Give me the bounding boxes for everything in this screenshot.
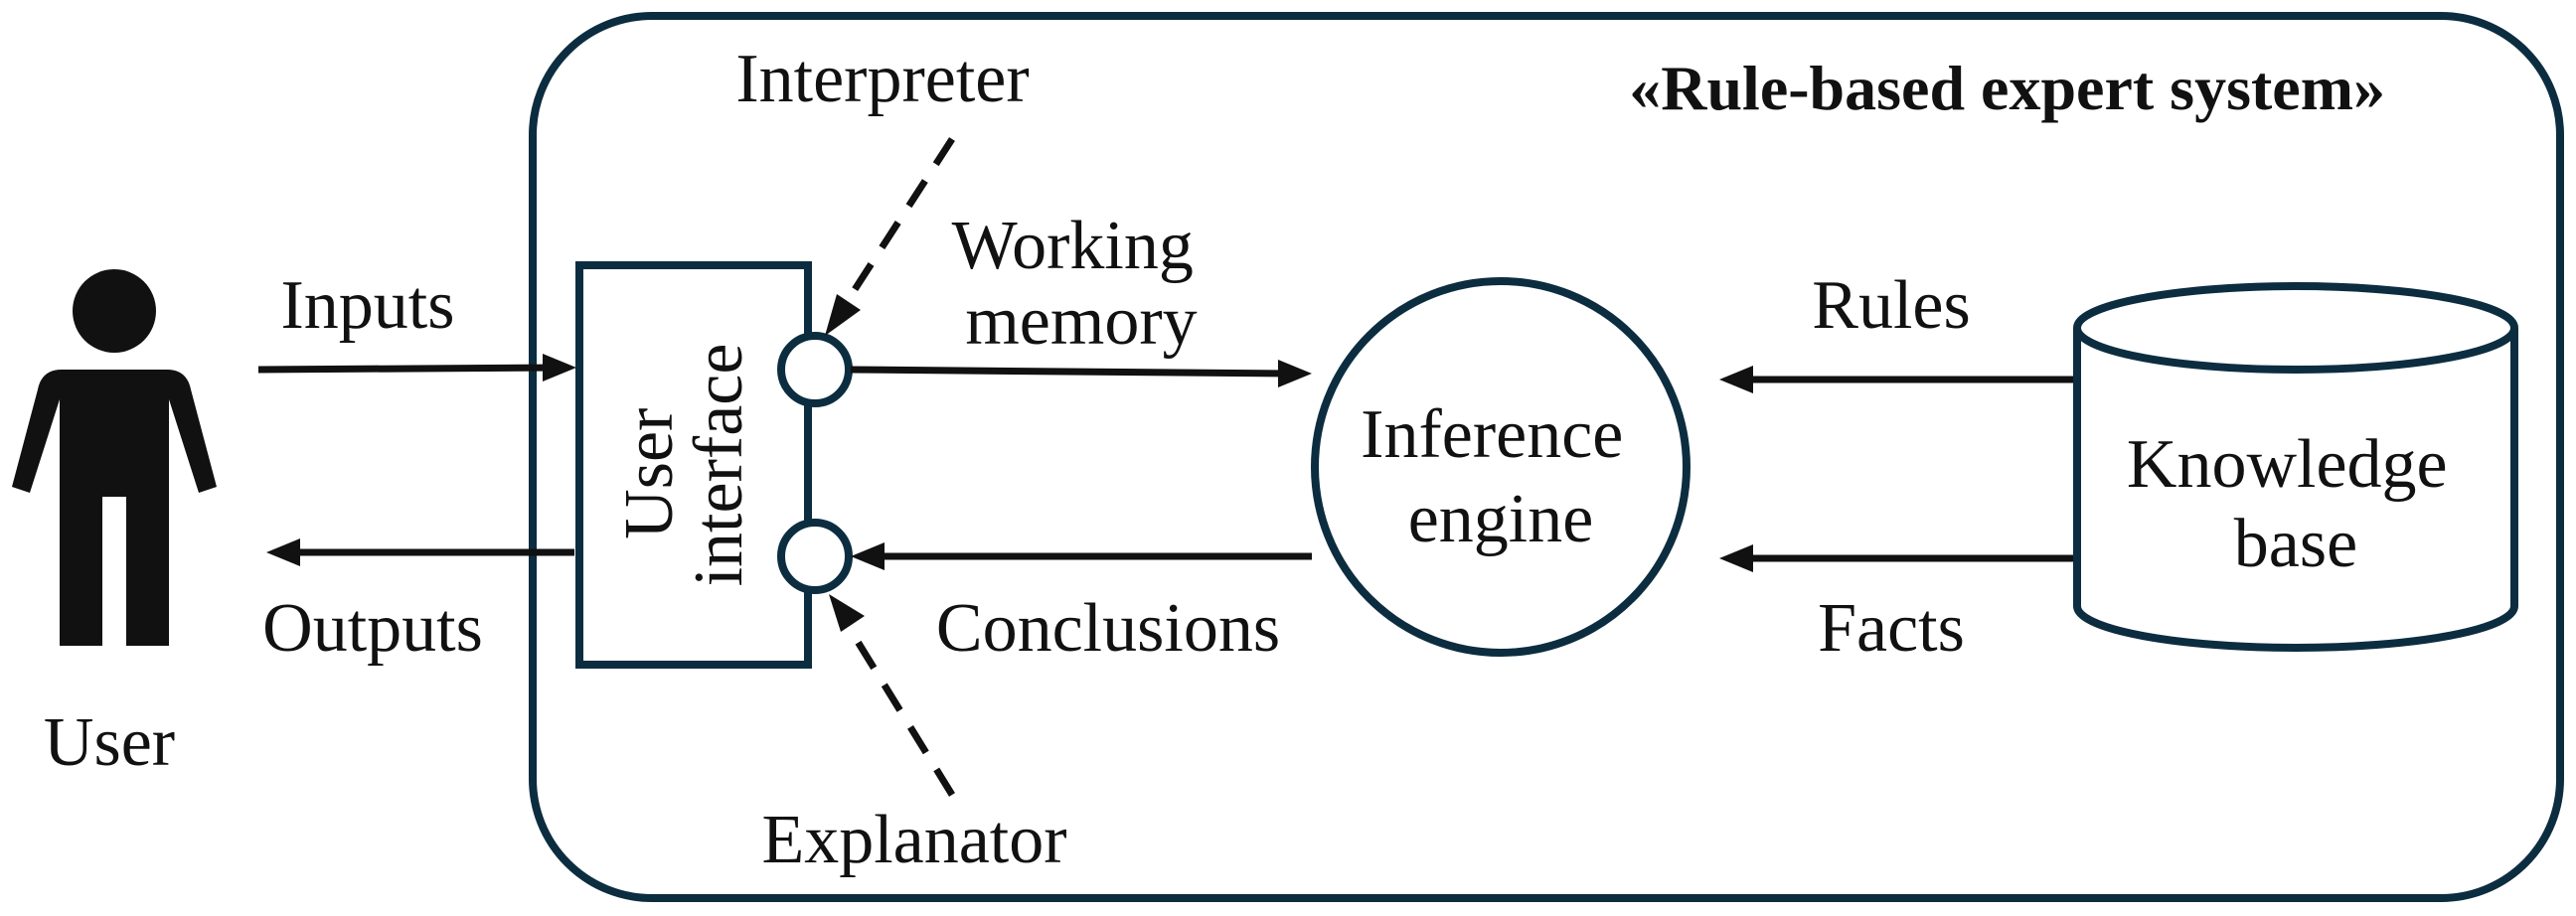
working-memory-label: Working memory: [952, 208, 1211, 360]
user-interface-box: [575, 261, 812, 669]
explanator-arrow: [844, 622, 955, 797]
rules-label: Rules: [1812, 267, 1970, 344]
interpreter-arrow: [840, 137, 955, 310]
inference-engine-circle: [1311, 277, 1690, 657]
conclusions-arrowhead: [851, 542, 885, 570]
knowledge-base-label: Knowledge base: [2127, 426, 2465, 582]
interpreter-label: Interpreter: [735, 41, 1029, 117]
user-interface-label: User interface: [611, 344, 757, 587]
user-icon: [12, 269, 217, 646]
conclusions-label: Conclusions: [936, 590, 1280, 667]
facts-arrowhead: [1719, 544, 1753, 572]
user-label: User: [44, 704, 175, 781]
inputs-arrow: [257, 364, 558, 374]
rules-arrowhead: [1719, 366, 1753, 393]
working-memory-arrow: [850, 366, 1291, 378]
outputs-arrowhead: [266, 538, 300, 566]
system-label: «Rule-based expert system»: [1629, 53, 2385, 123]
conclusions-port: [777, 519, 853, 594]
interpreter-arrowhead: [825, 294, 861, 336]
explanator-label: Explanator: [761, 802, 1066, 878]
outputs-label: Outputs: [262, 590, 483, 667]
working-memory-arrowhead: [1278, 360, 1312, 387]
inputs-arrowhead: [543, 354, 576, 382]
inference-engine-label: Inference engine: [1361, 396, 1641, 557]
working-memory-port: [777, 332, 853, 407]
inputs-label: Inputs: [281, 267, 455, 344]
system-boundary: [529, 12, 2564, 902]
facts-label: Facts: [1818, 590, 1965, 667]
explanator-arrowhead: [829, 594, 865, 632]
knowledge-base-cylinder: [2073, 282, 2518, 652]
